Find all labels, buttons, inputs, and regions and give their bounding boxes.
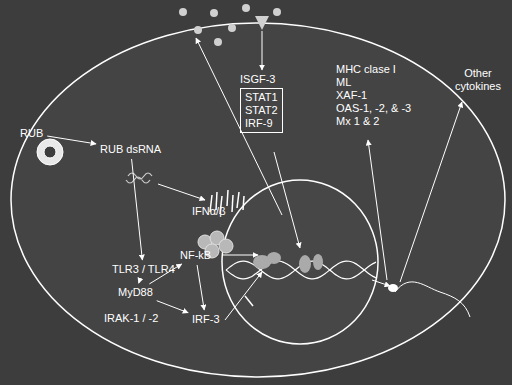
node-text: STAT2 (245, 104, 278, 117)
adaptor-label: MyD88 (116, 285, 155, 300)
kinase-label: IRAK-1 / -2 (104, 312, 158, 325)
irf3-import-arrow (225, 272, 262, 320)
interferon-label: IFNα/β (190, 204, 227, 219)
protein-arrow (368, 140, 387, 280)
signal-arrow (47, 136, 96, 144)
complex-box: ISGF-3STAT1STAT2IRF-9 (238, 72, 285, 134)
dna-helix (226, 252, 376, 306)
receptor-label: TLR3 / TLR4 (110, 262, 177, 277)
gene-list: MHC clase IMLXAF-1OAS-1, -2, & -3Mx 1 & … (334, 62, 413, 129)
ifn-secretion-arrow (196, 38, 282, 215)
nf-kb-import-arrow (222, 255, 258, 256)
node-text: RUB dsRNA (100, 143, 161, 156)
dsrna-strand (126, 173, 152, 183)
node-text: Other cytokines (448, 67, 508, 93)
node-text: MHC clase I (336, 63, 411, 76)
virus-label: RUB (18, 126, 45, 141)
node-text: TLR3 / TLR4 (112, 263, 175, 276)
ribosome (388, 284, 398, 292)
signal-arrow (132, 159, 143, 260)
cytokine-label: Other cytokines (446, 66, 510, 94)
node-text: RUB (20, 127, 43, 140)
node-text: ML (336, 76, 411, 89)
complex-outline: STAT1STAT2IRF-9 (240, 88, 283, 133)
node-text: IFNα/β (192, 205, 225, 218)
receptor (255, 16, 269, 30)
node-text: ISGF-3 (240, 73, 283, 86)
node-text: OAS-1, -2, & -3 (336, 102, 411, 115)
signal-arrow (139, 279, 140, 283)
transcription-arrow (372, 280, 390, 286)
degradation-arrow (158, 184, 205, 200)
node-text: IRF-3 (192, 313, 220, 326)
node-text: XAF-1 (336, 89, 411, 102)
factor-label: IRF-3 (190, 312, 222, 327)
cytokine-arrow (400, 102, 462, 282)
mrna (395, 282, 470, 317)
receptor-signal-arrow (262, 31, 263, 70)
node-text: IRF-9 (245, 117, 278, 130)
nucleus (222, 180, 378, 344)
isgf-import-arrow (274, 152, 300, 248)
node-text: Mx 1 & 2 (336, 115, 411, 128)
factor-label: NF-kB (178, 248, 213, 263)
dsrna-label: RUB dsRNA (98, 142, 163, 157)
node-text: STAT1 (245, 91, 278, 104)
cell-membrane (11, 23, 505, 377)
node-text: MyD88 (118, 286, 153, 299)
signal-arrow (197, 265, 204, 310)
node-text: NF-kB (180, 249, 211, 262)
interferon-molecules (179, 4, 281, 46)
virus-particle (37, 139, 63, 165)
signal-arrow (157, 301, 188, 313)
